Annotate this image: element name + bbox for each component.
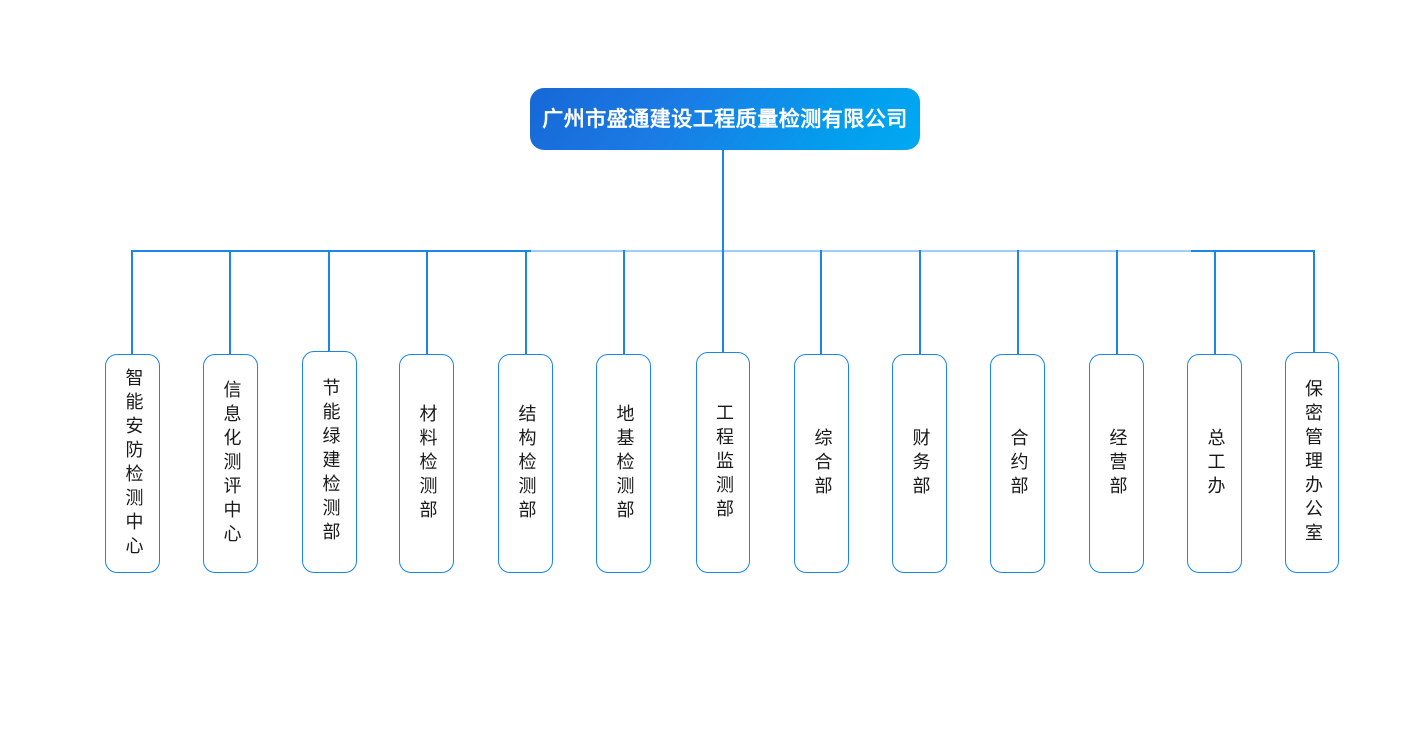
connector-bus-middle <box>531 250 1191 252</box>
department-label-12: 总工办 <box>1204 427 1226 500</box>
department-node-6[interactable]: 地基检测部 <box>596 354 651 573</box>
department-label-9: 财务部 <box>909 427 931 500</box>
connector-trunk-root-to-bus <box>722 150 724 251</box>
department-label-7: 工程监测部 <box>713 402 734 523</box>
connector-drop-7 <box>722 250 724 352</box>
department-node-4[interactable]: 材料检测部 <box>399 354 454 573</box>
connector-drop-5 <box>525 250 527 354</box>
department-node-1[interactable]: 智能安防检测中心 <box>105 354 160 573</box>
connector-bus-right <box>1191 250 1314 252</box>
connector-drop-2 <box>229 250 231 354</box>
department-label-3: 节能绿建检测部 <box>319 378 341 546</box>
connector-drop-12 <box>1214 250 1216 354</box>
connector-drop-10 <box>1017 250 1019 354</box>
department-node-7[interactable]: 工程监测部 <box>696 352 750 573</box>
connector-bus-left <box>131 250 531 252</box>
department-label-6: 地基检测部 <box>613 403 635 524</box>
department-node-3[interactable]: 节能绿建检测部 <box>302 351 357 573</box>
department-label-4: 材料检测部 <box>416 403 438 524</box>
root-node-company[interactable]: 广州市盛通建设工程质量检测有限公司 <box>530 88 920 150</box>
connector-drop-3 <box>328 250 330 354</box>
connector-drop-11 <box>1116 250 1118 354</box>
connector-drop-1 <box>131 250 133 354</box>
connector-drop-9 <box>919 250 921 354</box>
department-label-1: 智能安防检测中心 <box>122 367 144 560</box>
connector-drop-13 <box>1313 250 1315 352</box>
department-label-8: 综合部 <box>811 427 833 500</box>
department-node-5[interactable]: 结构检测部 <box>498 354 553 573</box>
department-node-2[interactable]: 信息化测评中心 <box>203 354 258 573</box>
root-node-label: 广州市盛通建设工程质量检测有限公司 <box>542 106 908 131</box>
connector-drop-4 <box>426 250 428 354</box>
department-label-2: 信息化测评中心 <box>220 379 242 548</box>
department-node-12[interactable]: 总工办 <box>1187 354 1242 573</box>
department-label-10: 合约部 <box>1007 427 1029 500</box>
department-node-13[interactable]: 保密管理办公室 <box>1285 352 1339 573</box>
department-node-11[interactable]: 经营部 <box>1089 354 1144 573</box>
department-node-8[interactable]: 综合部 <box>794 354 849 573</box>
department-label-5: 结构检测部 <box>515 403 537 524</box>
department-node-10[interactable]: 合约部 <box>990 354 1045 573</box>
connector-drop-8 <box>820 250 822 354</box>
department-node-9[interactable]: 财务部 <box>892 354 947 573</box>
department-label-13: 保密管理办公室 <box>1302 378 1323 547</box>
connector-drop-6 <box>623 250 625 354</box>
department-label-11: 经营部 <box>1106 427 1128 500</box>
